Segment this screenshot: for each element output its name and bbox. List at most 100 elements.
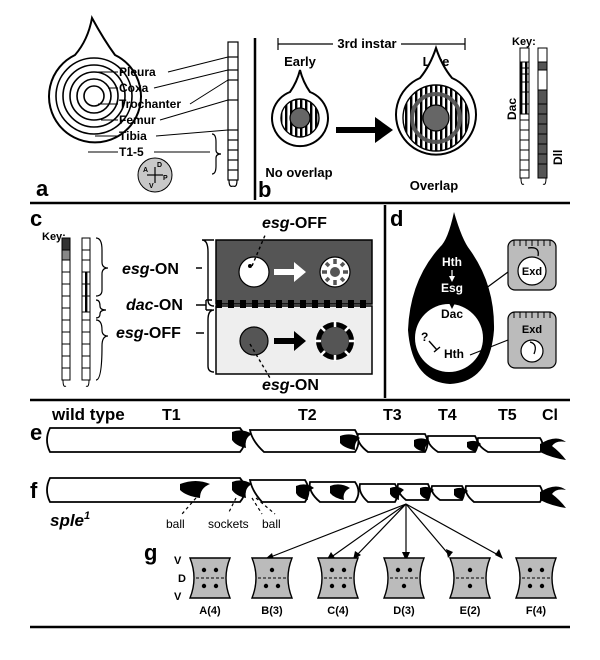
panel-letter-g: g xyxy=(144,540,157,565)
esg-on-bottom-label: esg-ON xyxy=(262,377,319,394)
key-label-c: Key: xyxy=(42,231,66,243)
on-arrow xyxy=(274,331,306,351)
label-femur: Femur xyxy=(119,113,156,127)
cell-label-d: D(3) xyxy=(393,605,415,617)
cross-section xyxy=(250,557,294,599)
key-column-dac xyxy=(519,47,530,179)
esg-on-label: esg-ON xyxy=(122,261,179,278)
dll-key-label: Dll xyxy=(551,150,565,165)
panel-letter-c: c xyxy=(30,206,42,231)
ball-label-right: ball xyxy=(262,517,281,531)
seg-t1: T1 xyxy=(162,407,181,424)
transition-arrow xyxy=(336,117,393,143)
key-column-esg xyxy=(61,237,71,381)
compass-v: V xyxy=(149,183,154,190)
mutant-claw xyxy=(540,486,566,508)
wt-claw xyxy=(540,438,566,460)
leg-schematic-column xyxy=(227,41,239,187)
sockets-label: sockets xyxy=(208,517,249,531)
cross-section xyxy=(514,557,558,599)
axis-v-bottom: V xyxy=(174,591,182,603)
mutant-joints xyxy=(180,480,468,500)
no-overlap-label: No overlap xyxy=(265,165,332,180)
panel-g: g V D V xyxy=(144,540,558,617)
key-brackets-c xyxy=(95,237,109,381)
on-cell-before xyxy=(239,326,269,356)
late-core xyxy=(422,104,450,132)
panel-letter-d: d xyxy=(390,206,403,231)
key-claws-c xyxy=(62,379,90,387)
panel-letter-b: b xyxy=(258,177,271,202)
early-core xyxy=(289,107,311,129)
off-cell-before xyxy=(238,256,270,288)
leg-disc-rings xyxy=(55,57,133,135)
panel-a: Pleura Coxa Trochanter Femur Tibia T1-5 xyxy=(36,15,239,201)
cell-exd-nuclear: Exd xyxy=(507,311,557,369)
axis-v-top: V xyxy=(174,555,182,567)
joint-cross-sections xyxy=(188,557,558,599)
cell-label-b: B(3) xyxy=(261,605,283,617)
seg-t3: T3 xyxy=(383,407,402,424)
axis-d: D xyxy=(178,573,186,585)
key-claws-b xyxy=(520,177,547,185)
dac-on-label: dac-ON xyxy=(126,297,183,314)
label-tarsus: T1-5 xyxy=(119,145,144,159)
wt-leg xyxy=(46,427,544,453)
tarsus-brace xyxy=(211,133,222,175)
off-arrow xyxy=(274,262,306,282)
seg-t4: T4 xyxy=(438,407,457,424)
compass-d: D xyxy=(157,162,162,169)
panel-f: f sple1 ball socke xyxy=(30,477,566,561)
stage-label: 3rd instar xyxy=(337,36,396,51)
hth-bottom: Hth xyxy=(444,347,464,361)
segment-names: T1 T2 T3 T4 T5 Cl xyxy=(162,407,558,424)
cell-label-f: F(4) xyxy=(526,605,547,617)
genotype-e: wild type xyxy=(51,405,125,424)
compass-a: A xyxy=(143,167,148,174)
label-pleura: Pleura xyxy=(119,65,156,79)
fan-arrowheads xyxy=(264,549,503,561)
question-mark: ? xyxy=(421,330,428,344)
panel-b: 3rd instar Early Late No overlap Overlap… xyxy=(258,34,565,202)
c-connector-brackets xyxy=(196,239,215,373)
panel-dividers xyxy=(30,38,570,629)
key-column-dac-c xyxy=(81,237,91,381)
cell-label-c: C(4) xyxy=(327,605,349,617)
c-labels: esg-ON dac-ON esg-OFF esg-OFF esg-ON xyxy=(116,215,327,394)
leg-disc-outline xyxy=(48,15,142,144)
dac-label-d: Dac xyxy=(441,307,463,321)
panel-letter-f: f xyxy=(30,478,38,503)
genotype-f: sple1 xyxy=(50,510,90,530)
label-trochanter: Trochanter xyxy=(119,97,181,111)
compass-p: P xyxy=(163,175,168,182)
cross-section xyxy=(448,557,492,599)
cross-section xyxy=(316,557,360,599)
esg-off-top-label: esg-OFF xyxy=(262,215,327,232)
panel-letter-e: e xyxy=(30,420,42,445)
compass-badge: A D P V xyxy=(137,157,173,193)
overlap-label: Overlap xyxy=(410,178,458,193)
cell-exd-cytoplasm: Exd xyxy=(507,239,557,291)
seg-claw: Cl xyxy=(542,407,558,424)
segment-labels: Pleura Coxa Trochanter Femur Tibia T1-5 xyxy=(119,65,181,159)
fan-arrows xyxy=(267,503,501,559)
wt-joints xyxy=(232,430,481,452)
mutant-leg xyxy=(46,477,544,503)
panel-c: c Key: esg-ON dac- xyxy=(30,206,373,394)
disc-d-center xyxy=(415,304,483,372)
key-label-b: Key: xyxy=(512,36,536,48)
esg-off-label: esg-OFF xyxy=(116,325,181,342)
label-tibia: Tibia xyxy=(119,129,147,143)
cross-section-labels: A(4) B(3) C(4) D(3) E(2) F(4) xyxy=(199,605,546,617)
label-coxa: Coxa xyxy=(119,81,149,95)
early-label: Early xyxy=(284,54,317,69)
hth-top: Hth xyxy=(442,255,462,269)
cell-label-a: A(4) xyxy=(199,605,221,617)
on-cell-after xyxy=(315,321,355,361)
cell-label-e: E(2) xyxy=(460,605,481,617)
panel-letter-a: a xyxy=(36,176,49,201)
cell-diagram xyxy=(215,232,373,379)
cross-section xyxy=(382,557,426,599)
exd-label-bottom: Exd xyxy=(522,324,542,336)
